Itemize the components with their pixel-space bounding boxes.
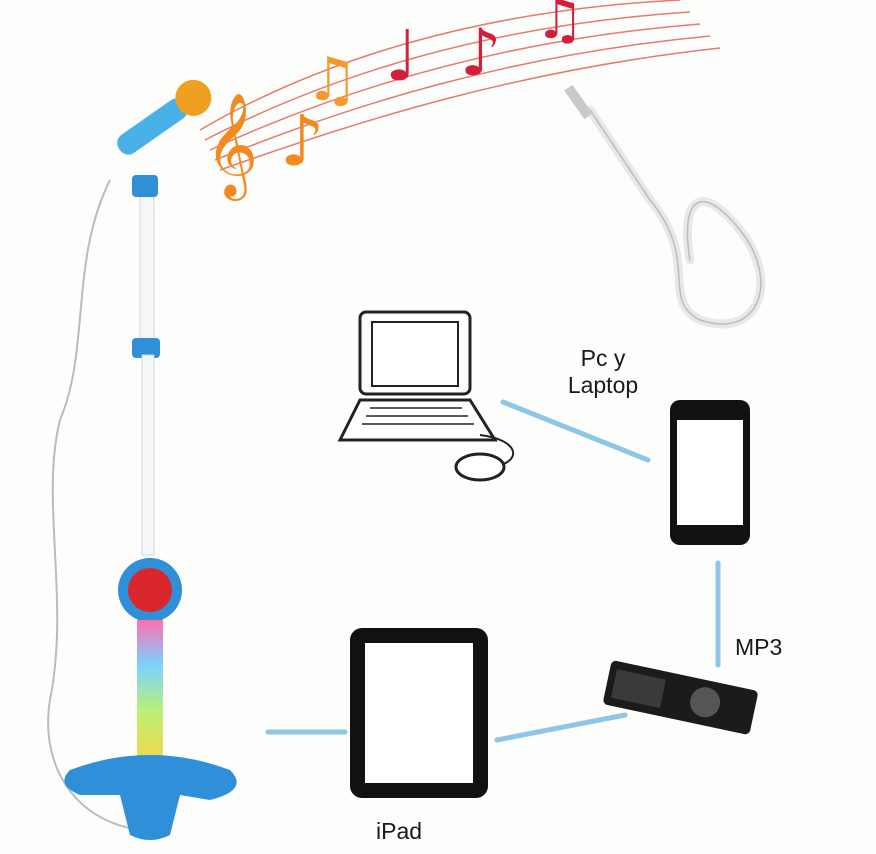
music-notes-icon: 𝄞 ♪ ♫ ♩ ♪ ♫ <box>205 0 584 201</box>
label-pc-laptop: Pc y Laptop <box>548 345 658 399</box>
svg-text:♫: ♫ <box>535 0 584 51</box>
mp3-player-icon <box>603 660 758 735</box>
music-staff <box>199 0 721 171</box>
svg-text:♫: ♫ <box>305 45 359 115</box>
ipad-icon <box>350 628 488 798</box>
aux-cable <box>564 84 766 329</box>
laptop-icon <box>337 310 515 482</box>
svg-text:𝄞: 𝄞 <box>205 92 258 201</box>
label-pc-laptop-line1: Pc y <box>580 345 626 371</box>
svg-text:♪: ♪ <box>280 100 325 182</box>
label-ipad: iPad <box>376 818 423 844</box>
microphone-stand <box>47 79 237 840</box>
connector-lines <box>265 399 721 743</box>
label-pc-laptop-line2: Laptop <box>567 372 639 398</box>
svg-text:♩: ♩ <box>385 15 418 97</box>
label-mp3: MP3 <box>735 634 783 660</box>
phone-icon <box>670 400 750 545</box>
svg-text:♪: ♪ <box>460 16 501 91</box>
